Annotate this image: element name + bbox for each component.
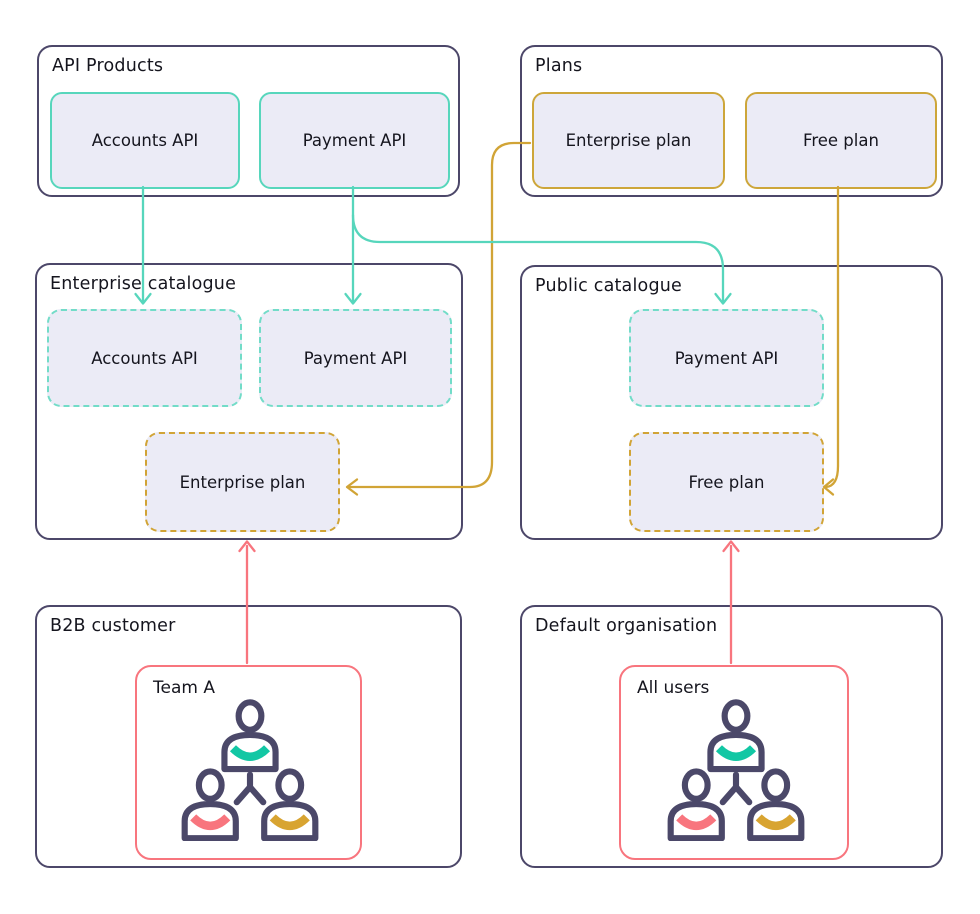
enterprise-catalogue-plan-box: Enterprise plan [145, 432, 340, 532]
public-catalogue-section: Public catalogue Payment API Free plan [520, 265, 943, 540]
team-a-label: Team A [153, 678, 215, 698]
all-users-box: All users [619, 665, 849, 860]
payment-api-product-label: Payment API [302, 131, 407, 150]
enterprise-catalogue-payment-api-label: Payment API [303, 348, 408, 368]
enterprise-plan-box: Enterprise plan [532, 92, 725, 189]
enterprise-catalogue-section: Enterprise catalogue Accounts API Paymen… [35, 263, 463, 540]
accounts-api-product-box: Accounts API [50, 92, 240, 189]
free-plan-label: Free plan [803, 131, 879, 150]
enterprise-catalogue-payment-api-box: Payment API [259, 309, 452, 407]
payment-api-product-box: Payment API [259, 92, 450, 189]
api-products-title: API Products [52, 56, 164, 76]
enterprise-catalogue-title: Enterprise catalogue [50, 274, 237, 294]
public-catalogue-plan-box: Free plan [629, 432, 824, 532]
plans-title: Plans [535, 56, 583, 76]
api-products-section: API Products Accounts API Payment API [37, 45, 460, 197]
team-icon [179, 699, 321, 841]
all-users-label: All users [637, 678, 710, 698]
b2b-customer-section: B2B customer Team A [35, 605, 462, 868]
default-organisation-section: Default organisation All users [520, 605, 943, 868]
team-a-box: Team A [135, 665, 362, 860]
default-organisation-title: Default organisation [535, 616, 718, 636]
public-catalogue-payment-api-box: Payment API [629, 309, 824, 407]
enterprise-catalogue-accounts-api-box: Accounts API [47, 309, 242, 407]
enterprise-catalogue-accounts-api-label: Accounts API [91, 348, 198, 368]
public-catalogue-plan-label: Free plan [688, 472, 765, 492]
team-icon [665, 699, 807, 841]
accounts-api-product-label: Accounts API [91, 131, 199, 150]
public-catalogue-payment-api-label: Payment API [674, 348, 779, 368]
enterprise-catalogue-plan-label: Enterprise plan [179, 472, 306, 492]
public-catalogue-title: Public catalogue [535, 276, 683, 296]
enterprise-plan-label: Enterprise plan [565, 131, 692, 150]
plans-section: Plans Enterprise plan Free plan [520, 45, 943, 197]
b2b-customer-title: B2B customer [50, 616, 176, 636]
free-plan-box: Free plan [745, 92, 937, 189]
